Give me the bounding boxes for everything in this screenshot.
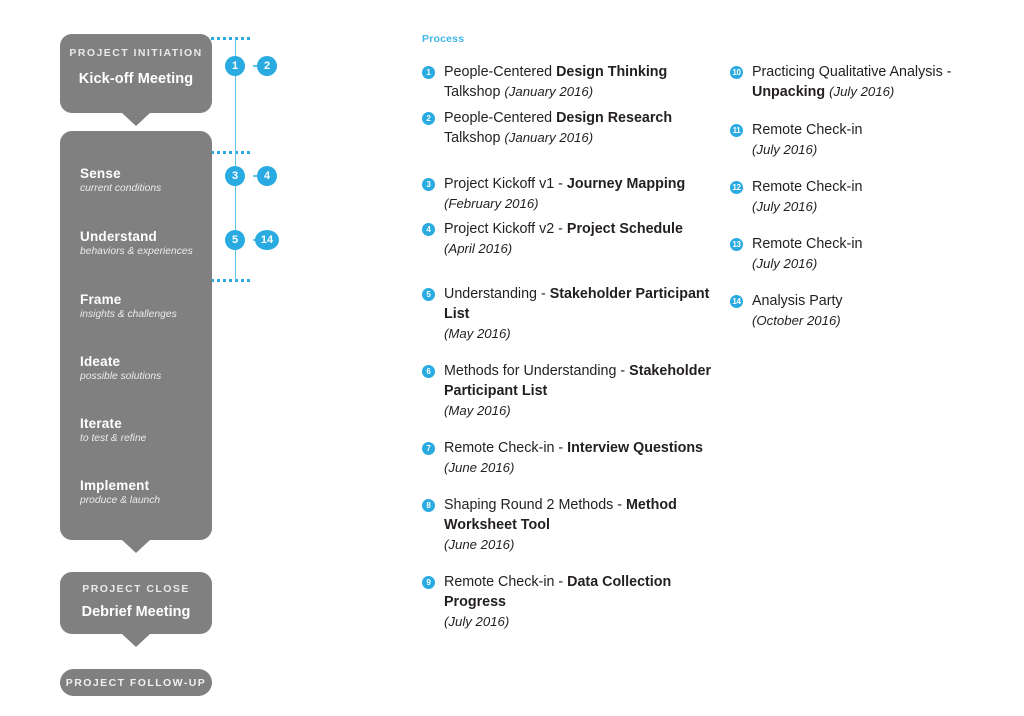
item-text: Practicing Qualitative Analysis - Unpack… xyxy=(752,64,952,100)
item-date: (October 2016) xyxy=(752,313,841,328)
list-item[interactable]: 2 People-Centered Design Research Talksh… xyxy=(422,108,712,148)
phase-sense[interactable]: Sense current conditions xyxy=(80,166,220,195)
box-project-followup[interactable]: PROJECT FOLLOW-UP xyxy=(60,669,212,696)
process-diagram: PROJECT INITIATION Kick-off Meeting Sens… xyxy=(0,0,400,716)
node-2[interactable]: 2 xyxy=(257,56,277,76)
list-item[interactable]: 11 Remote Check-in(July 2016) xyxy=(730,120,1020,159)
project-close-kicker: PROJECT CLOSE xyxy=(82,583,190,595)
list-item[interactable]: 3 Project Kickoff v1 - Journey Mapping(F… xyxy=(422,174,712,213)
phase-name: Implement xyxy=(80,478,150,493)
phase-name: Understand xyxy=(80,229,158,244)
process-column-a: 1 People-Centered Design Thinking Talksh… xyxy=(422,62,712,649)
list-item[interactable]: 9 Remote Check-in - Data Collection Prog… xyxy=(422,572,712,631)
item-date: (May 2016) xyxy=(444,403,511,418)
list-item[interactable]: 5 Understanding - Stakeholder Participan… xyxy=(422,284,712,343)
item-number-badge: 14 xyxy=(730,295,743,308)
list-item[interactable]: 12 Remote Check-in(July 2016) xyxy=(730,177,1020,216)
list-item[interactable]: 10 Practicing Qualitative Analysis - Unp… xyxy=(730,62,1020,102)
list-item[interactable]: 14 Analysis Party(October 2016) xyxy=(730,291,1020,330)
list-item[interactable]: 1 People-Centered Design Thinking Talksh… xyxy=(422,62,712,102)
item-number-badge: 1 xyxy=(422,66,435,79)
project-initiation-kicker: PROJECT INITIATION xyxy=(69,47,203,59)
item-date: (July 2016) xyxy=(752,142,818,157)
item-number-badge: 8 xyxy=(422,499,435,512)
item-number-badge: 4 xyxy=(422,223,435,236)
node-5[interactable]: 5 xyxy=(225,230,245,250)
phase-ideate[interactable]: Ideate possible solutions xyxy=(80,354,220,383)
item-number-badge: 7 xyxy=(422,442,435,455)
process-list-panel: Process 1 People-Centered Design Thinkin… xyxy=(420,0,1024,716)
phase-sub: behaviors & experiences xyxy=(80,246,193,257)
item-date: (July 2016) xyxy=(752,256,818,271)
item-number-badge: 13 xyxy=(730,238,743,251)
item-date: (June 2016) xyxy=(444,460,515,475)
item-text: Project Kickoff v1 - Journey Mapping(Feb… xyxy=(444,176,712,213)
item-number-badge: 2 xyxy=(422,112,435,125)
item-date: (July 2016) xyxy=(444,614,510,629)
phase-sub: current conditions xyxy=(80,183,162,194)
phase-implement[interactable]: Implement produce & launch xyxy=(80,478,220,507)
item-text: Understanding - Stakeholder Participant … xyxy=(444,286,712,343)
node-3[interactable]: 3 xyxy=(225,166,245,186)
phase-frame[interactable]: Frame insights & challenges xyxy=(80,292,220,321)
item-number-badge: 3 xyxy=(422,178,435,191)
list-item[interactable]: 8 Shaping Round 2 Methods - Method Works… xyxy=(422,495,712,554)
phase-name: Frame xyxy=(80,292,122,307)
item-date: (July 2016) xyxy=(752,199,818,214)
project-followup-kicker: PROJECT FOLLOW-UP xyxy=(65,677,207,689)
node-4[interactable]: 4 xyxy=(257,166,277,186)
item-number-badge: 10 xyxy=(730,66,743,79)
node-1[interactable]: 1 xyxy=(225,56,245,76)
down-arrow-icon xyxy=(122,113,150,126)
down-arrow-icon xyxy=(122,634,150,647)
item-text: Remote Check-in(July 2016) xyxy=(752,236,1020,273)
item-number-badge: 11 xyxy=(730,124,743,137)
phase-sub: produce & launch xyxy=(80,495,161,506)
box-phases[interactable]: Sense current conditions Understand beha… xyxy=(60,131,212,553)
project-initiation-title: Kick-off Meeting xyxy=(78,71,194,87)
item-text: Remote Check-in(July 2016) xyxy=(752,179,1020,216)
item-text: Remote Check-in - Interview Questions(Ju… xyxy=(444,440,712,477)
item-number-badge: 12 xyxy=(730,181,743,194)
phase-iterate[interactable]: Iterate to test & refine xyxy=(80,416,220,445)
item-date: (April 2016) xyxy=(444,241,513,256)
item-text: Methods for Understanding - Stakeholder … xyxy=(444,363,712,418)
phase-sub: to test & refine xyxy=(80,433,147,444)
process-column-b: 10 Practicing Qualitative Analysis - Unp… xyxy=(730,62,1020,348)
phase-sub: possible solutions xyxy=(80,371,162,382)
list-item[interactable]: 13 Remote Check-in(July 2016) xyxy=(730,234,1020,273)
node-link-1-2 xyxy=(253,65,257,67)
phase-understand[interactable]: Understand behaviors & experiences xyxy=(80,229,220,258)
phase-sub: insights & challenges xyxy=(80,309,177,320)
item-number-badge: 6 xyxy=(422,365,435,378)
item-date: (February 2016) xyxy=(444,196,539,211)
item-text: People-Centered Design Thinking Talkshop… xyxy=(444,64,668,100)
box-project-initiation[interactable]: PROJECT INITIATION Kick-off Meeting xyxy=(60,34,212,126)
item-text: Shaping Round 2 Methods - Method Workshe… xyxy=(444,497,712,554)
node-14[interactable]: 14 xyxy=(255,230,279,250)
item-text: Remote Check-in(July 2016) xyxy=(752,122,1020,159)
item-text: People-Centered Design Research Talkshop… xyxy=(444,110,673,146)
process-header: Process xyxy=(422,33,465,45)
item-number-badge: 5 xyxy=(422,288,435,301)
phase-name: Sense xyxy=(80,166,121,181)
phase-name: Ideate xyxy=(80,354,121,369)
down-arrow-icon xyxy=(122,540,150,553)
item-date: (June 2016) xyxy=(444,537,515,552)
connector-spine xyxy=(235,38,236,281)
item-text: Analysis Party(October 2016) xyxy=(752,293,1020,330)
item-text: Project Kickoff v2 - Project Schedule(Ap… xyxy=(444,221,712,258)
list-item[interactable]: 6 Methods for Understanding - Stakeholde… xyxy=(422,361,712,420)
item-text: Remote Check-in - Data Collection Progre… xyxy=(444,574,712,631)
box-project-close[interactable]: PROJECT CLOSE Debrief Meeting xyxy=(60,572,212,647)
item-number-badge: 9 xyxy=(422,576,435,589)
list-item[interactable]: 4 Project Kickoff v2 - Project Schedule(… xyxy=(422,219,712,258)
project-close-title: Debrief Meeting xyxy=(81,604,191,620)
node-link-3-4 xyxy=(253,175,257,177)
item-date: (May 2016) xyxy=(444,326,511,341)
phase-name: Iterate xyxy=(80,416,122,431)
list-item[interactable]: 7 Remote Check-in - Interview Questions(… xyxy=(422,438,712,477)
